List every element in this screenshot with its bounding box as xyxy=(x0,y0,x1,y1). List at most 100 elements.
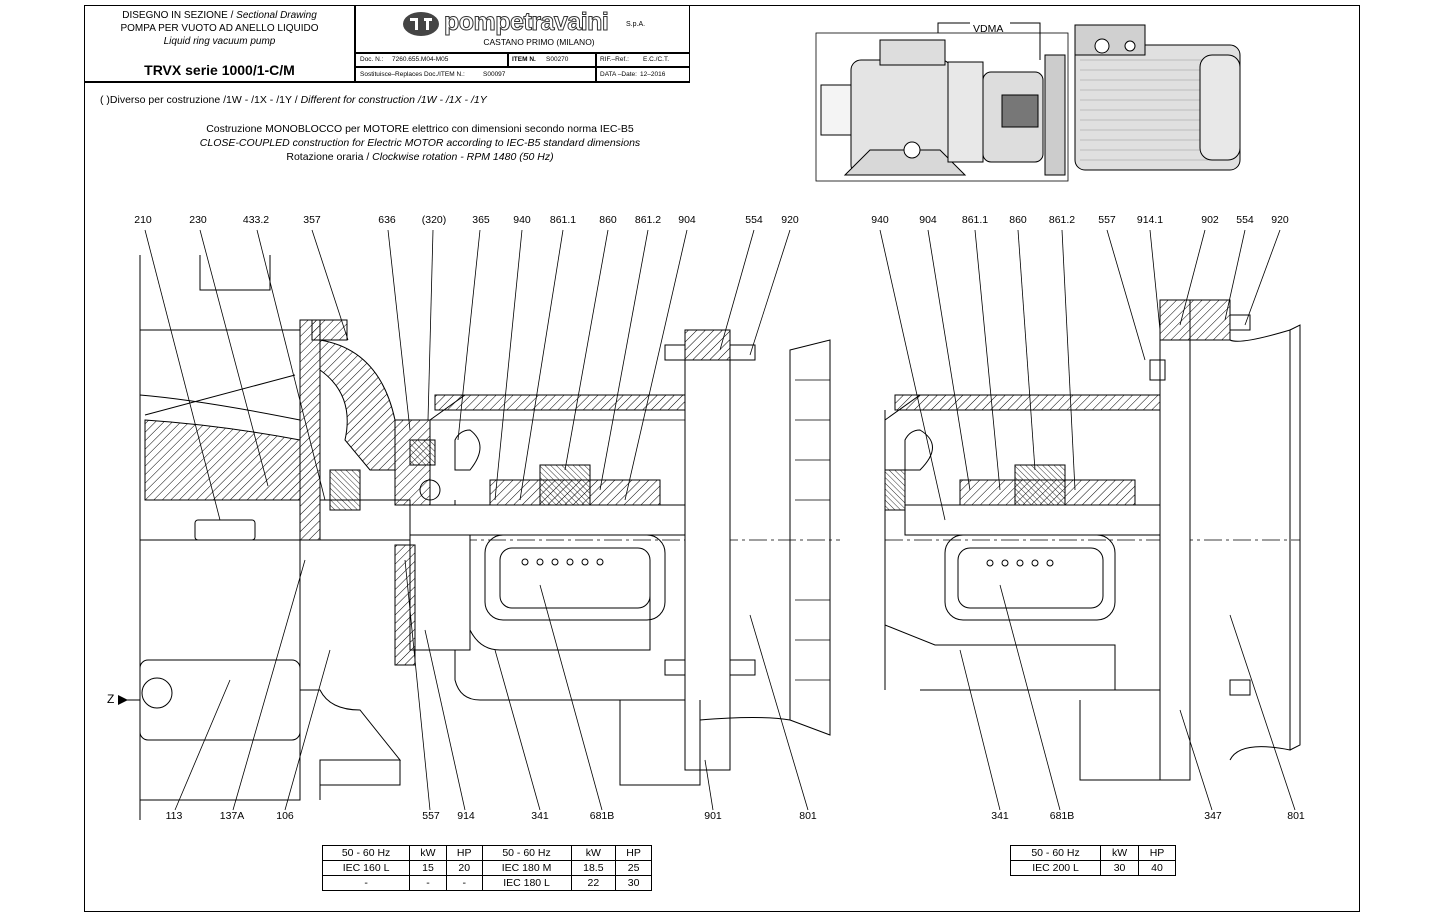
callout-801: 801 xyxy=(799,810,817,822)
callout-r-341: 341 xyxy=(991,810,1009,822)
table-header-cell: HP xyxy=(615,845,652,861)
table-header-cell: 50 - 60 Hz xyxy=(321,845,411,861)
ref-value: E.C./C.T. xyxy=(643,56,670,63)
table-header-row: 50 - 60 Hz kW HP xyxy=(1009,845,1177,861)
table-cell: 40 xyxy=(1137,860,1177,876)
callout-914: 914 xyxy=(457,810,475,822)
callout-r-904: 904 xyxy=(919,214,937,226)
table-cell: IEC 180 M xyxy=(481,860,572,876)
table-cell: 15 xyxy=(409,860,447,876)
callout-861-2: 861.2 xyxy=(634,214,662,226)
table-cell: - xyxy=(321,875,411,891)
leader-lines xyxy=(144,229,1296,811)
table-cell: 22 xyxy=(570,875,617,891)
callout-r-861-1: 861.1 xyxy=(961,214,989,226)
table-cell: - xyxy=(409,875,447,891)
callout-681b: 681B xyxy=(589,810,615,822)
drawing-type-it: DISEGNO IN SEZIONE xyxy=(122,10,228,21)
doc-value: 7260.655.M04-M05 xyxy=(392,56,449,63)
model-title: TRVX serie 1000/1-C/M xyxy=(144,62,295,78)
callout-901: 901 xyxy=(704,810,722,822)
table-cell: 30 xyxy=(615,875,652,891)
company-city: CASTANO PRIMO (MILANO) xyxy=(483,37,595,47)
construction-variant-note: ( )Diverso per costruzione /1W - /1X - /… xyxy=(100,94,487,106)
callout-341: 341 xyxy=(531,810,549,822)
callout-r-681b: 681B xyxy=(1049,810,1075,822)
table-header-cell: 50 - 60 Hz xyxy=(1009,845,1102,861)
company-logo xyxy=(402,10,440,38)
variant-prefix: ( ) xyxy=(100,94,110,106)
callout-861-1: 861.1 xyxy=(549,214,577,226)
replaces-value: S00097 xyxy=(483,71,506,78)
callout-557: 557 xyxy=(422,810,440,822)
table-header-cell: kW xyxy=(570,845,617,861)
ref-label: RIF.–Ref.: xyxy=(600,56,629,63)
company-logo-mark-icon xyxy=(403,12,439,36)
callout-920: 920 xyxy=(781,214,799,226)
view-z-arrow-icon xyxy=(118,695,128,705)
variant-en: Different for construction /1W - /1X - /… xyxy=(300,94,487,106)
note-line-3: Rotazione oraria / Clockwise rotation - … xyxy=(170,151,670,163)
table-row: - - - IEC 180 L 22 30 xyxy=(321,875,652,891)
callout-r-557: 557 xyxy=(1098,214,1116,226)
doc-cell xyxy=(355,53,508,67)
variant-it: Diverso per costruzione /1W - /1X - /1Y … xyxy=(109,94,301,106)
ref-cell xyxy=(596,53,690,67)
callout-r-920: 920 xyxy=(1271,214,1289,226)
left-section-view xyxy=(120,255,840,820)
callout-r-940: 940 xyxy=(871,214,889,226)
callout-636: 636 xyxy=(378,214,396,226)
item-label: ITEM N. xyxy=(512,56,536,63)
doc-label: Doc. N.: xyxy=(360,56,384,63)
drawing-type: DISEGNO IN SEZIONE / Sectional Drawing xyxy=(84,10,355,21)
right-section-view xyxy=(884,299,1301,781)
callout-r-902: 902 xyxy=(1201,214,1219,226)
date-label: DATA –Date: xyxy=(600,71,637,78)
table-cell: 20 xyxy=(445,860,483,876)
thumbnail-assembly xyxy=(815,22,1241,182)
motor-table-right: 50 - 60 Hz kW HP IEC 200 L 30 40 xyxy=(1009,845,1177,876)
table-header-cell: kW xyxy=(1100,845,1139,861)
table-header-cell: kW xyxy=(409,845,447,861)
table-cell: 30 xyxy=(1100,860,1139,876)
item-cell xyxy=(508,53,596,67)
table-cell: IEC 180 L xyxy=(481,875,572,891)
note-line-2: CLOSE-COUPLED construction for Electric … xyxy=(199,137,641,149)
replaces-label: Sostituisce–Replaces Doc./ITEM N.: xyxy=(360,71,465,78)
callout-904: 904 xyxy=(678,214,696,226)
callout-r-861-2: 861.2 xyxy=(1048,214,1076,226)
vdma-label: VDMA xyxy=(973,23,1004,35)
company-name: pompetravaini xyxy=(443,8,609,37)
callout-357: 357 xyxy=(303,214,321,226)
table-header-cell: HP xyxy=(1137,845,1177,861)
item-value: S00270 xyxy=(546,56,569,63)
replaces-cell xyxy=(355,67,596,82)
callout-137a: 137A xyxy=(219,810,245,822)
callout-320: (320) xyxy=(421,214,447,226)
header-separator xyxy=(84,82,690,83)
callout-554: 554 xyxy=(745,214,763,226)
drawing-type-sep: / xyxy=(227,10,237,21)
table-row: IEC 200 L 30 40 xyxy=(1009,860,1177,876)
table-cell: IEC 160 L xyxy=(321,860,411,876)
table-row: IEC 160 L 15 20 IEC 180 M 18.5 25 xyxy=(321,860,652,876)
view-marker-z: Z xyxy=(107,692,115,706)
callout-365: 365 xyxy=(472,214,490,226)
date-cell xyxy=(596,67,690,82)
company-name-text: pompetravaini xyxy=(443,8,609,37)
callout-230: 230 xyxy=(189,214,207,226)
pump-desc-it: POMPA PER VUOTO AD ANELLO LIQUIDO xyxy=(120,23,319,34)
table-header-row: 50 - 60 Hz kW HP 50 - 60 Hz kW HP xyxy=(321,845,652,861)
drawing-sheet xyxy=(84,5,1360,912)
callout-r-914-1: 914.1 xyxy=(1136,214,1164,226)
callout-940: 940 xyxy=(513,214,531,226)
table-cell: - xyxy=(445,875,483,891)
callout-r-347: 347 xyxy=(1204,810,1222,822)
table-cell: 25 xyxy=(615,860,652,876)
note-line-3-it: Rotazione oraria / xyxy=(286,151,373,163)
company-suffix: S.p.A. xyxy=(626,21,646,28)
note-line-1: Costruzione MONOBLOCCO per MOTORE elettr… xyxy=(206,123,634,135)
date-value: 12–2016 xyxy=(640,71,666,78)
callout-433-2: 433.2 xyxy=(242,214,270,226)
